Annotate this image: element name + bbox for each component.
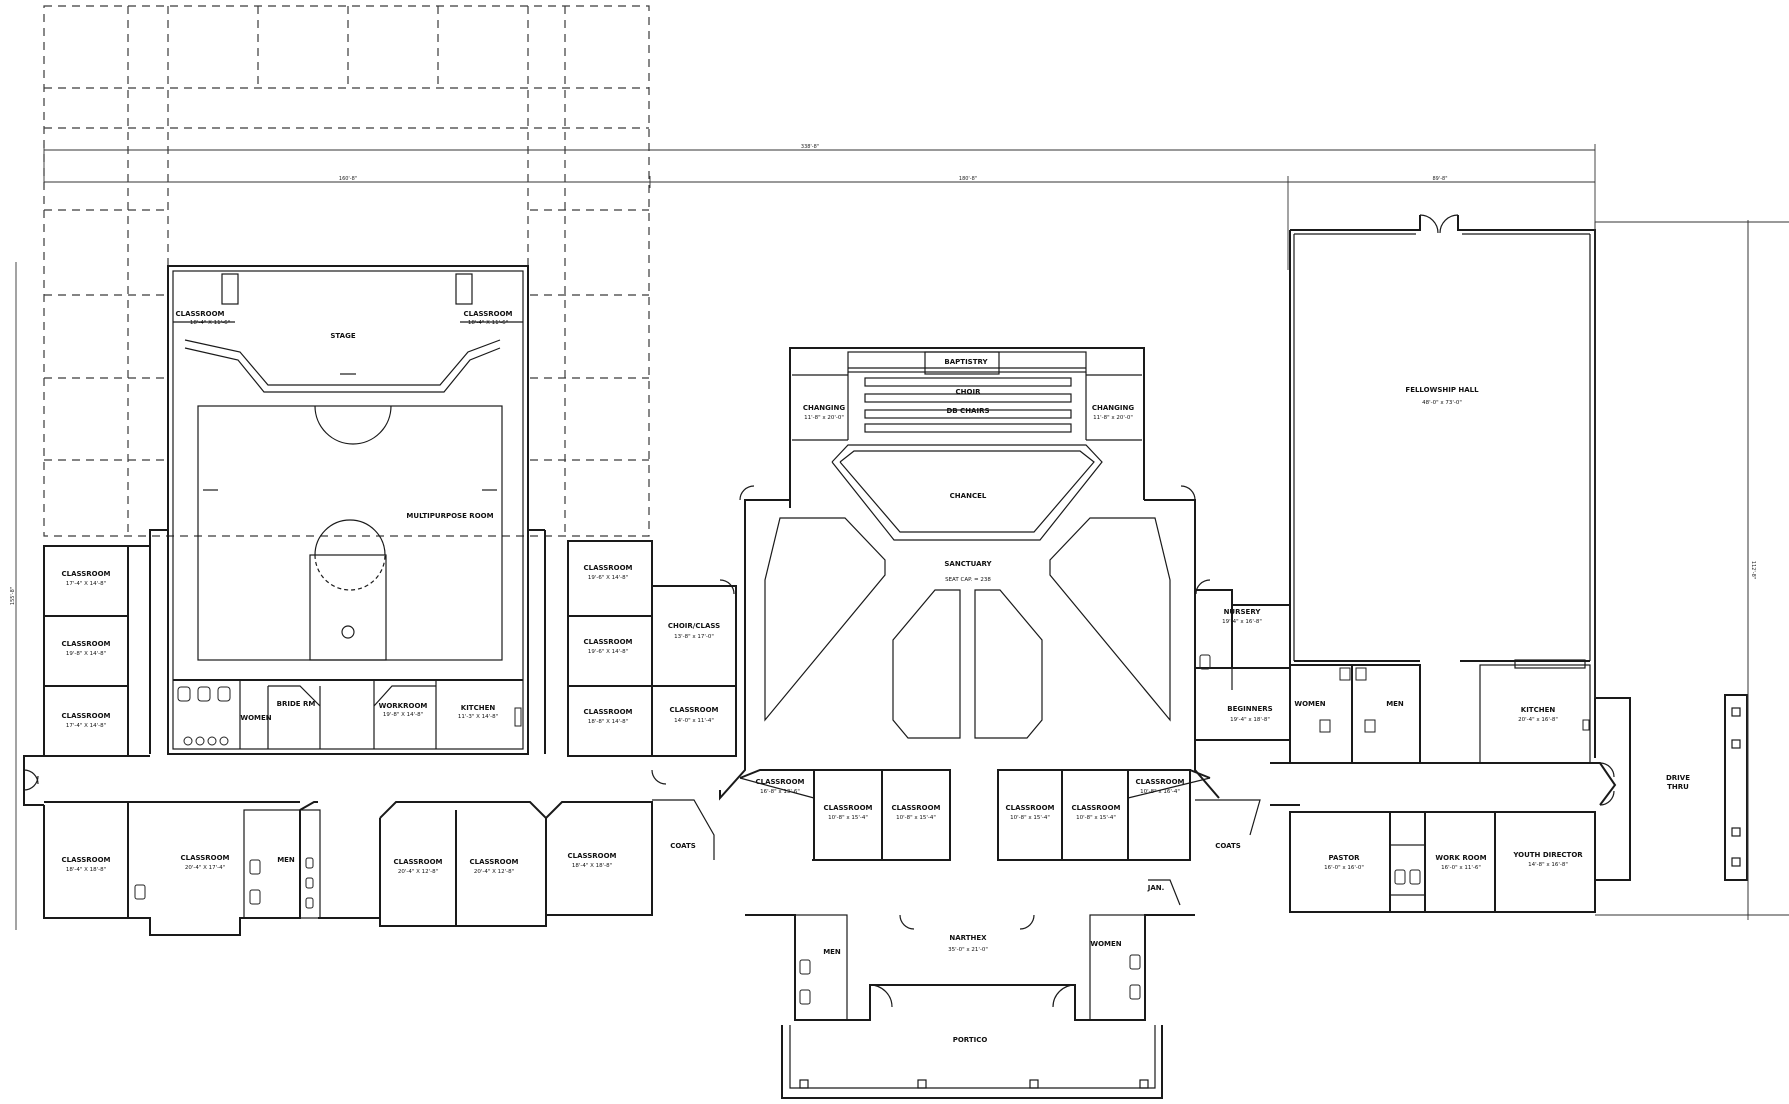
classroom-s5-size: 10'-8" x 15'-4" (1076, 815, 1116, 821)
sanctuary-wing (652, 347, 1261, 1099)
future-expansion-grid (43, 5, 650, 537)
workroom-label: WORKROOM (379, 702, 428, 710)
baptistry-label: BAPTISTRY (944, 358, 988, 366)
west-width-dim: 160'-8" (339, 176, 357, 182)
kitchen-e-label: KITCHEN (1521, 706, 1556, 714)
workroom-size: 19'-8" X 14'-8" (383, 712, 423, 718)
changing-l-label: CHANGING (803, 404, 845, 412)
classroom-c1-label: CLASSROOM (583, 564, 632, 572)
classroom-c4-size: 14'-0" x 11'-4" (674, 718, 714, 724)
classroom-s2-size: 10'-8" x 15'-4" (828, 815, 868, 821)
classroom-sw5-label: CLASSROOM (567, 852, 616, 860)
classroom-w2-label: CLASSROOM (61, 640, 110, 648)
classroom-s3-label: CLASSROOM (891, 804, 940, 812)
narthex-label: NARTHEX (949, 934, 987, 942)
east-width-dim: 89'-8" (1432, 176, 1447, 182)
west-wing (23, 265, 737, 936)
nursery-size: 19'-4" x 16'-8" (1222, 619, 1262, 625)
beginners-label: BEGINNERS (1227, 705, 1272, 713)
changing-l-size: 11'-8" x 20'-0" (804, 415, 844, 421)
men-sw-label: MEN (277, 856, 295, 864)
overall-width-dim: 338'-8" (801, 144, 819, 150)
classroom-w1-label: CLASSROOM (61, 570, 110, 578)
sanctuary-label: SANCTUARY (944, 560, 992, 568)
men-e-label: MEN (1386, 700, 1404, 708)
classroom-sw3-label: CLASSROOM (393, 858, 442, 866)
classroom-s4-size: 10'-8" x 15'-4" (1010, 815, 1050, 821)
kitchen-w-label: KITCHEN (461, 704, 496, 712)
classroom-s4-label: CLASSROOM (1005, 804, 1054, 812)
classroom-s1-label: CLASSROOM (755, 778, 804, 786)
classroom-w3-size: 17'-4" X 14'-8" (66, 723, 106, 729)
jan-label: JAN. (1147, 884, 1165, 892)
pastor-size: 16'-0" x 16'-0" (1324, 865, 1364, 871)
narthex-size: 35'-0" x 21'-0" (948, 947, 988, 953)
classroom-s6-size: 10'-8" x 16'-4" (1140, 789, 1180, 795)
center-width-dim: 180'-8" (959, 176, 977, 182)
portico-label: PORTICO (953, 1036, 988, 1044)
classroom-w2-size: 19'-8" X 14'-8" (66, 651, 106, 657)
stage-label: STAGE (330, 332, 355, 340)
drive-label: DRIVE (1666, 774, 1690, 782)
coats-w-label: COATS (670, 842, 696, 850)
coats-e-label: COATS (1215, 842, 1241, 850)
multipurpose-label: MULTIPURPOSE ROOM (406, 512, 493, 520)
classroom-w3-label: CLASSROOM (61, 712, 110, 720)
choir-class-label: CHOIR/CLASS (668, 622, 720, 630)
beginners-size: 19'-4" x 18'-8" (1230, 717, 1270, 723)
classroom-sw5-size: 18'-4" X 18'-8" (572, 863, 612, 869)
classroom-s2-label: CLASSROOM (823, 804, 872, 812)
classroom-stage-l-size: 18'-4" X 11'-6" (190, 320, 230, 326)
classroom-sw1-size: 18'-4" X 18'-8" (66, 867, 106, 873)
women-n-label: WOMEN (1090, 940, 1121, 948)
classroom-c3-label: CLASSROOM (583, 708, 632, 716)
chairs-label: DB CHAIRS (946, 407, 989, 415)
classroom-s5-label: CLASSROOM (1071, 804, 1120, 812)
changing-r-size: 11'-8" x 20'-0" (1093, 415, 1133, 421)
room-labels: CLASSROOM 18'-4" X 11'-6" STAGE CLASSROO… (61, 310, 1690, 1044)
youth-director-label: YOUTH DIRECTOR (1512, 851, 1583, 859)
classroom-c4-label: CLASSROOM (669, 706, 718, 714)
fellowship-size: 48'-0" x 73'-0" (1422, 400, 1462, 406)
classroom-s3-size: 10'-8" x 15'-4" (896, 815, 936, 821)
thru-label: THRU (1667, 783, 1689, 791)
east-depth-dim: 112'-8" (1750, 561, 1756, 579)
classroom-s1-size: 16'-8" x 13'-6" (760, 789, 800, 795)
youth-director-size: 14'-8" x 16'-8" (1528, 862, 1568, 868)
work-room-size: 16'-0" x 11'-6" (1441, 865, 1481, 871)
classroom-s6-label: CLASSROOM (1135, 778, 1184, 786)
women-e-label: WOMEN (1294, 700, 1325, 708)
classroom-stage-l-label: CLASSROOM (175, 310, 224, 318)
classroom-sw1-label: CLASSROOM (61, 856, 110, 864)
classroom-sw4-label: CLASSROOM (469, 858, 518, 866)
bride-rm-label: BRIDE RM (277, 700, 316, 708)
depth-dim: 155'-8" (10, 587, 16, 605)
fellowship-label: FELLOWSHIP HALL (1405, 386, 1479, 394)
kitchen-w-size: 11'-3" X 14'-8" (458, 714, 498, 720)
classroom-c2-size: 19'-6" X 14'-8" (588, 649, 628, 655)
classroom-c3-size: 18'-8" X 14'-8" (588, 719, 628, 725)
nursery-label: NURSERY (1224, 608, 1262, 616)
pastor-label: PASTOR (1328, 854, 1360, 862)
women-w-label: WOMEN (240, 714, 271, 722)
classroom-sw4-size: 20'-4" X 12'-8" (474, 869, 514, 875)
classroom-stage-r-label: CLASSROOM (463, 310, 512, 318)
choir-label: CHOIR (956, 388, 982, 396)
kitchen-e-size: 20'-4" x 16'-8" (1518, 717, 1558, 723)
classroom-c2-label: CLASSROOM (583, 638, 632, 646)
east-wing (1194, 214, 1789, 916)
sanctuary-seat-cap: SEAT CAP. = 238 (945, 577, 991, 583)
changing-r-label: CHANGING (1092, 404, 1134, 412)
men-n-label: MEN (823, 948, 841, 956)
classroom-sw2-label: CLASSROOM (180, 854, 229, 862)
classroom-stage-r-size: 18'-4" X 11'-6" (468, 320, 508, 326)
classroom-c1-size: 19'-6" X 14'-8" (588, 575, 628, 581)
choir-class-size: 13'-8" x 17'-0" (674, 634, 714, 640)
classroom-sw2-size: 20'-4" X 17'-4" (185, 865, 225, 871)
classroom-w1-size: 17'-4" X 14'-8" (66, 581, 106, 587)
chancel-label: CHANCEL (950, 492, 987, 500)
work-room-label: WORK ROOM (1435, 854, 1486, 862)
classroom-sw3-size: 20'-4" X 12'-8" (398, 869, 438, 875)
